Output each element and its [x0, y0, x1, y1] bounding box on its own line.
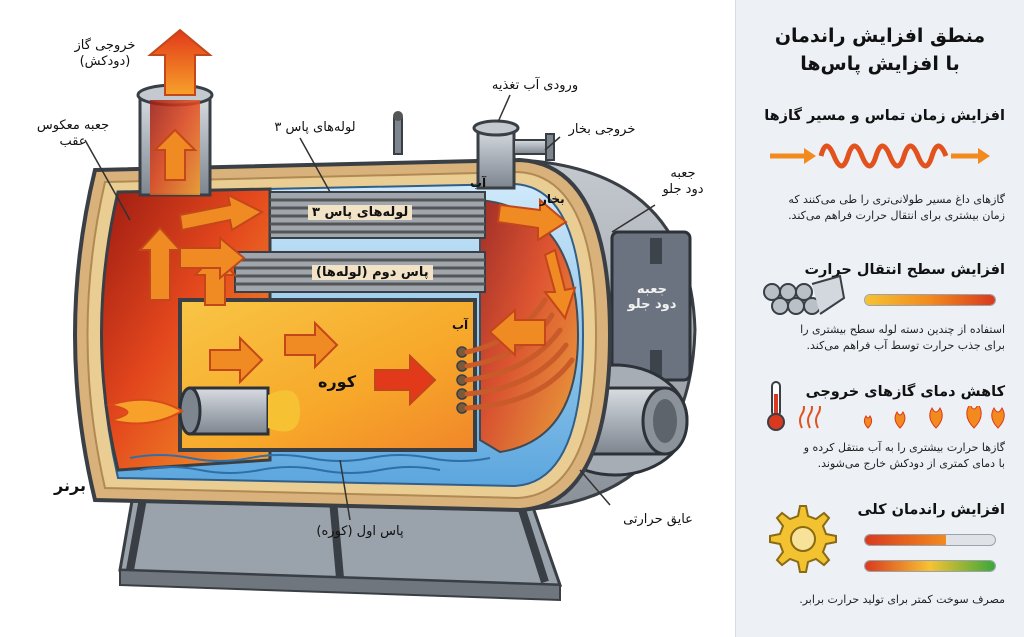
pass2-inner-label: پاس دوم (لوله‌ها) — [312, 265, 433, 280]
section-exhaust-temp-text: گازها حرارت بیشتری را به آب منتقل کرده و… — [803, 441, 1005, 470]
water-side-label: آب — [452, 318, 469, 332]
steam-valve — [393, 111, 403, 155]
feedwater-nozzle — [472, 119, 555, 190]
section-overall-efficiency-heading: افزایش راندمان کلی — [857, 502, 1005, 518]
pass1-label: پاس اول (کوره) — [316, 524, 404, 539]
tube-bundle-icon — [763, 274, 846, 315]
steam-outlet-label: خروجی بخار — [568, 122, 636, 137]
pass3-inner-label: لوله‌های پاس ۳ — [308, 205, 413, 220]
section-heat-surface-heading: افزایش سطح انتقال حرارت — [804, 262, 1005, 278]
steam-label: بخار — [540, 192, 565, 206]
efficiency-bar-low — [864, 534, 996, 546]
water-top-label: آب — [470, 176, 487, 190]
burner-label: برنر — [54, 476, 86, 495]
pass3-tubes-label: لوله‌های پاس ۳ — [274, 120, 356, 135]
furnace-label: کوره — [318, 372, 356, 391]
exhaust-label: خروجی گاز(دودکش) — [74, 38, 136, 69]
leader-lines — [84, 94, 656, 521]
section-contact-time-heading: افزایش زمان تماس و مسیر گازها — [764, 108, 1005, 124]
insulation-label: عایق حرارتی — [623, 512, 693, 527]
thermometer-icon — [767, 381, 785, 431]
section-exhaust-temp-heading: کاهش دمای گازهای خروجی — [805, 384, 1005, 400]
heat-surface-bar — [864, 294, 996, 306]
section-overall-efficiency-text: مصرف سوخت کمتر برای تولید حرارت برابر. — [799, 593, 1005, 606]
spiral-flow-icon — [770, 143, 990, 169]
gear-icon — [769, 505, 837, 573]
section-contact-time-text: گازهای داغ مسیر طولانی‌تری را طی می‌کنند… — [788, 193, 1005, 222]
boiler-diagram — [73, 28, 697, 602]
decreasing-heat-icons — [799, 406, 1005, 429]
gas-flow-arrows — [137, 28, 577, 407]
feedwater-inlet-label: ورودی آب تغذیه — [491, 78, 579, 93]
burner — [106, 386, 300, 436]
tube-ends — [456, 346, 468, 414]
efficiency-bar-high — [864, 560, 996, 572]
section-heat-surface-text: استفاده از چندین دسته لوله سطح بیشتری را… — [800, 323, 1005, 352]
